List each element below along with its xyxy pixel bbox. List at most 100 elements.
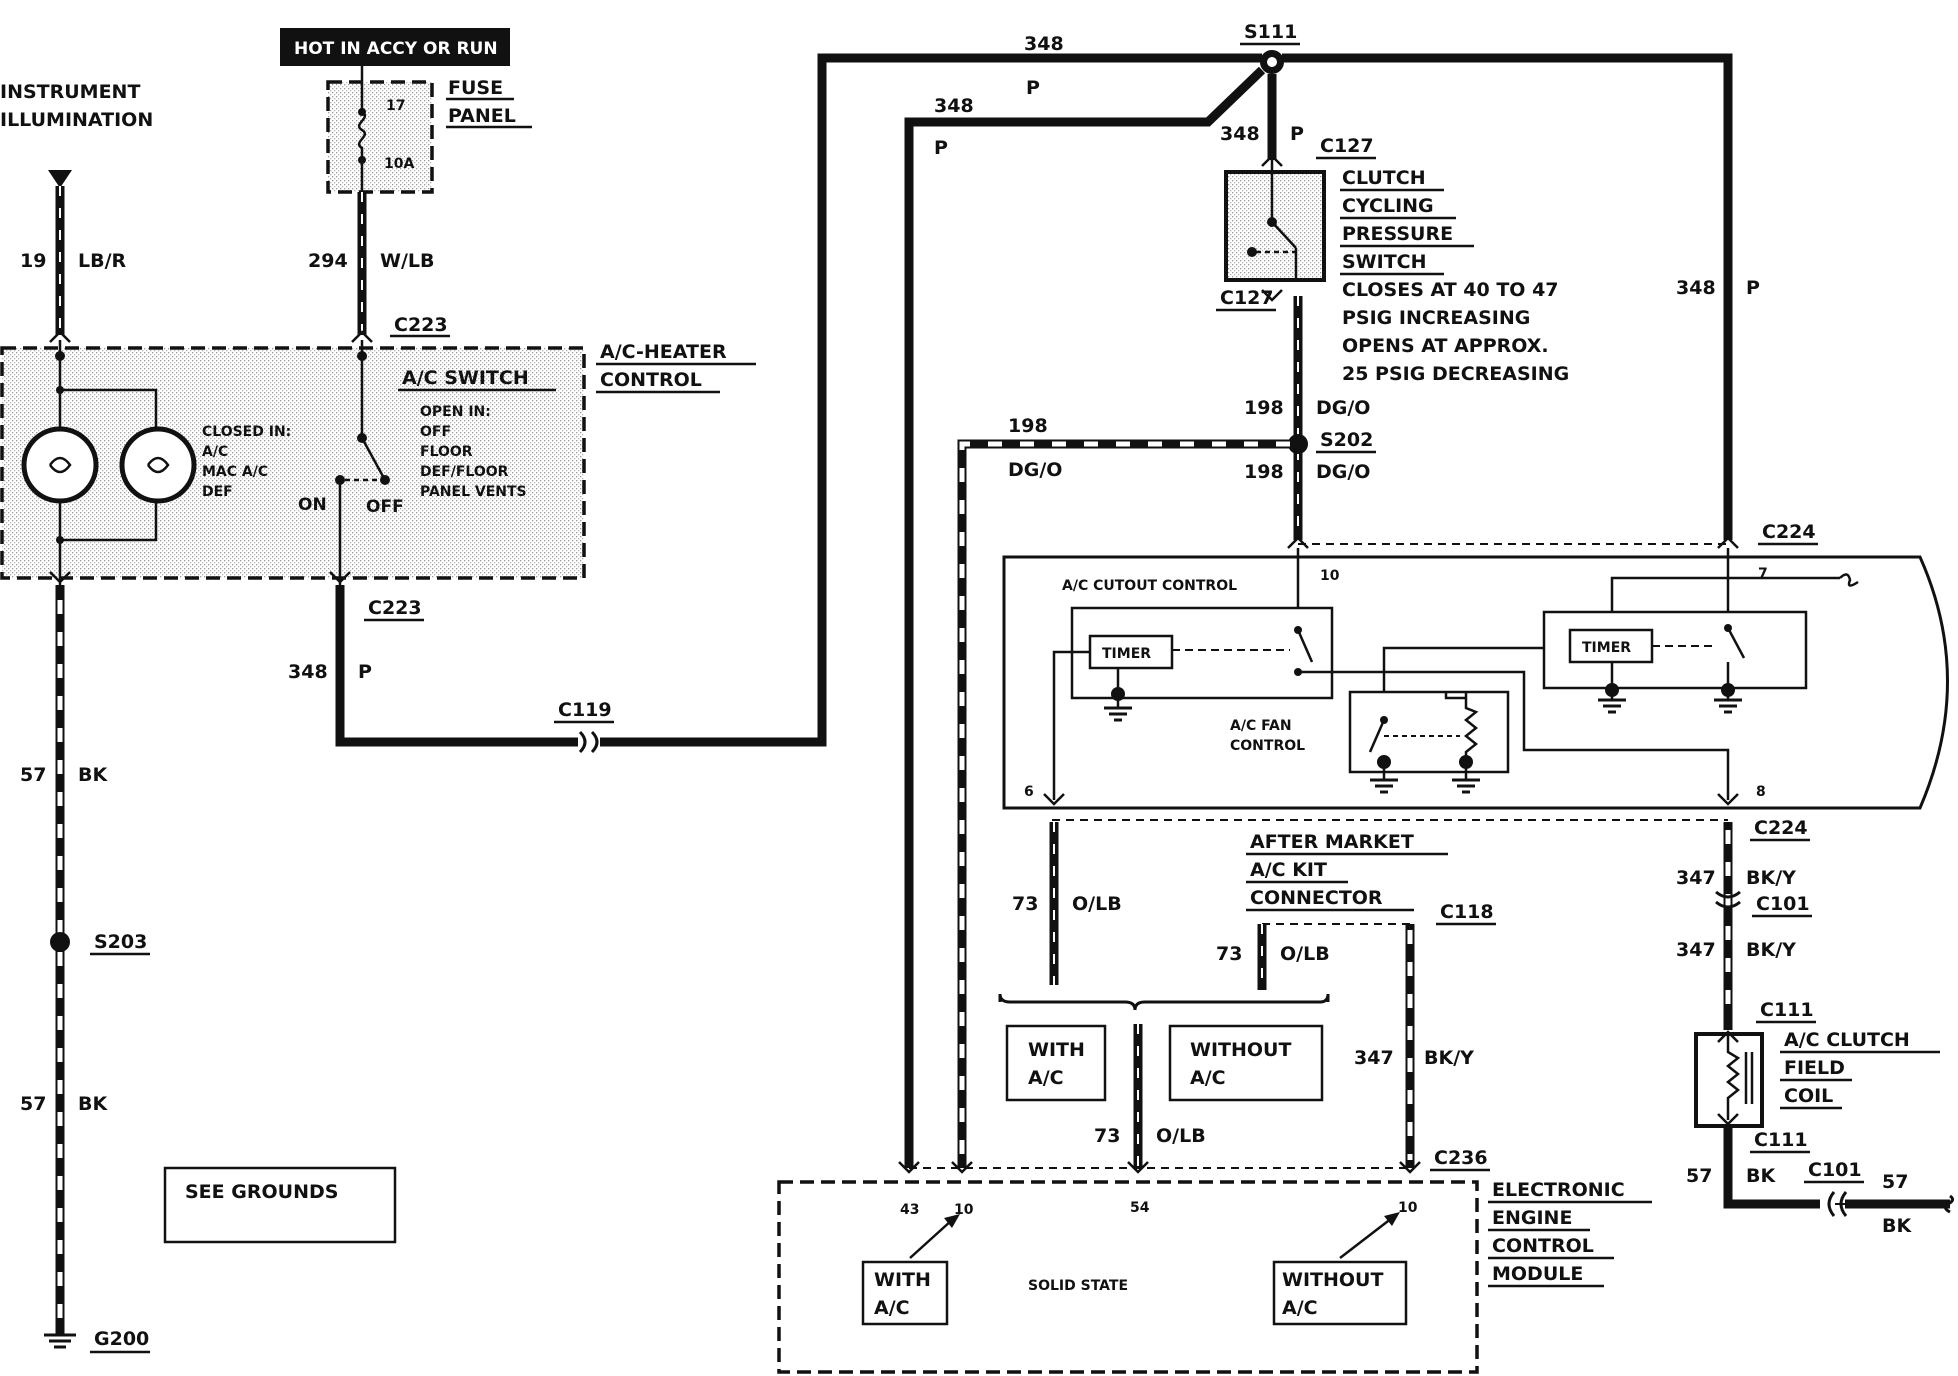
- closed-in-item: MAC A/C: [202, 464, 268, 480]
- instrument-illumination-label-2: ILLUMINATION: [0, 109, 153, 131]
- closed-in-item: DEF: [202, 484, 233, 500]
- connector-c111-top: C111: [1760, 999, 1814, 1021]
- connector-c119-label: C119: [558, 699, 612, 721]
- feed-arrow-icon: [48, 170, 72, 188]
- closed-in-label: CLOSED IN:: [202, 424, 291, 440]
- ac-cutout-label: A/C CUTOUT CONTROL: [1062, 578, 1237, 594]
- pin-label: 6: [1024, 784, 1034, 800]
- ac-heater-control: A/C-HEATER CONTROL CLOSED IN: A/C MAC A/…: [0, 330, 756, 585]
- connector-c101: C101: [1756, 893, 1810, 915]
- ac-switch-label: A/C SWITCH: [402, 367, 529, 389]
- ac-heater-label: A/C-HEATER: [600, 341, 727, 363]
- wire-57-color: BK: [1746, 1165, 1776, 1187]
- splice-s202-label: S202: [1320, 429, 1373, 451]
- ac-heater-label-2: CONTROL: [600, 369, 702, 391]
- wire-347-color: BK/Y: [1424, 1047, 1474, 1069]
- pin-label: 43: [900, 1202, 919, 1218]
- ground-icon: [1598, 698, 1626, 714]
- wire-347-number: 347: [1676, 867, 1716, 889]
- with-ac-label: WITH: [874, 1269, 931, 1291]
- wire-73: 73 O/LB AFTER MARKET A/C KIT CONNECTOR C…: [998, 822, 1496, 1168]
- ac-clutch-field-coil: A/C CLUTCH FIELD COIL C111 57 BK C101 57…: [1686, 1029, 1955, 1237]
- fuse-icon: [357, 82, 367, 192]
- switch-on-label: ON: [298, 495, 327, 515]
- connector-c236: C236: [1434, 1147, 1488, 1169]
- closed-in-item: A/C: [202, 444, 228, 460]
- connector-c119-icon: [578, 730, 599, 754]
- lamp-icon-2: [119, 426, 197, 504]
- splice-s203-label: S203: [94, 931, 147, 953]
- wire-57-color: BK: [78, 764, 108, 786]
- connector-c118: C118: [1440, 901, 1494, 923]
- with-ac-label: A/C: [874, 1297, 910, 1319]
- wire-348-number: 348: [1676, 277, 1716, 299]
- switch-blade-icon: [360, 437, 387, 481]
- wire-347-color: BK/Y: [1746, 939, 1796, 961]
- wire-348-number: 348: [1024, 33, 1064, 55]
- wire-57-number: 57: [1686, 1165, 1712, 1187]
- open-in-item: OFF: [420, 424, 451, 440]
- fan-relay-box: [1348, 690, 1510, 774]
- fuse-number: 17: [386, 98, 405, 114]
- wire-347-number: 347: [1354, 1047, 1394, 1069]
- without-ac-label: A/C: [1282, 1297, 1318, 1319]
- wire-57-number: 57: [1882, 1171, 1908, 1193]
- wire-57-number: 57: [20, 764, 46, 786]
- wire-57-number: 57: [20, 1093, 46, 1115]
- ground-wire-57: 57 BK S203 57 BK SEE GROUNDS G200: [20, 585, 397, 1354]
- wire-348-color: P: [1746, 277, 1760, 299]
- fuse-box: [326, 80, 434, 194]
- connector-c101: C101: [1808, 1159, 1862, 1181]
- break-icon: [1839, 573, 1859, 587]
- fuse-shade: [328, 82, 432, 192]
- ground-g200-label: G200: [94, 1328, 149, 1350]
- clutch-coil-label: FIELD: [1784, 1057, 1845, 1079]
- wire-348-switch: C223 348 P C119 348 P 348 P S111 348 P 3…: [288, 21, 1760, 1168]
- without-ac-label: A/C: [1190, 1067, 1226, 1089]
- pressure-switch-spec: PSIG INCREASING: [1342, 307, 1530, 329]
- wire-198-number: 198: [1244, 461, 1284, 483]
- fuse-panel-label: FUSE: [448, 77, 503, 99]
- wire-348-color: P: [358, 661, 372, 683]
- instrument-illumination-label: INSTRUMENT: [0, 81, 140, 103]
- wire-348-number: 348: [1220, 123, 1260, 145]
- hot-in-label: HOT IN ACCY OR RUN: [294, 39, 498, 59]
- fuse-panel-section: HOT IN ACCY OR RUN 17 10A FUSE PANEL 294…: [280, 28, 532, 338]
- bracket-icon: [998, 993, 1330, 1011]
- wire-198-number: 198: [1244, 397, 1284, 419]
- open-in-item: DEF/FLOOR: [420, 464, 509, 480]
- ac-fan-label: A/C FAN: [1230, 718, 1292, 734]
- wire-294-color: W/LB: [380, 250, 435, 272]
- splice-s203: [50, 932, 70, 952]
- aftermarket-label: CONNECTOR: [1250, 887, 1383, 909]
- with-ac-box: [1005, 1024, 1107, 1102]
- wire-347-number: 347: [1676, 939, 1716, 961]
- ground-icon: [44, 1333, 76, 1349]
- wire-73-color: O/LB: [1072, 893, 1122, 915]
- switch-off-label: OFF: [366, 497, 404, 517]
- splice-s111-label: S111: [1244, 21, 1297, 43]
- clutch-cycling-pressure-switch: C127 C127 CLUTCH CYCLING PRESSURE SWITCH…: [1216, 135, 1569, 385]
- lamp-icon: [21, 426, 99, 504]
- connector-c224-bottom: C224: [1754, 817, 1808, 839]
- pressure-switch-label: CYCLING: [1342, 195, 1434, 217]
- wire-347: 347 BK/Y C236 347 BK/Y C101 347 BK/Y C11…: [1354, 822, 1816, 1172]
- switch-blade-icon: [1726, 627, 1746, 659]
- connector-c111-bottom: C111: [1754, 1129, 1808, 1151]
- aftermarket-label: A/C KIT: [1250, 859, 1327, 881]
- connector-c101-icon: [1827, 1191, 1848, 1217]
- hot-in-banner: [280, 28, 510, 66]
- without-ac-box: [1272, 1260, 1408, 1326]
- wire-294-number: 294: [308, 250, 348, 272]
- wire-57-color: BK: [78, 1093, 108, 1115]
- pin-label: 7: [1758, 566, 1768, 582]
- wire-73-number: 73: [1012, 893, 1038, 915]
- ground-icon: [1714, 698, 1742, 714]
- switch-blade-icon: [1368, 719, 1386, 753]
- instrument-illumination-section: INSTRUMENT ILLUMINATION 19 LB/R: [0, 81, 153, 335]
- wire-348-number: 348: [934, 95, 974, 117]
- ecm-label: ELECTRONIC: [1492, 1179, 1625, 1201]
- break-icon: [1943, 1194, 1955, 1214]
- fuse-rating: 10A: [384, 156, 414, 172]
- open-in-label: OPEN IN:: [420, 404, 491, 420]
